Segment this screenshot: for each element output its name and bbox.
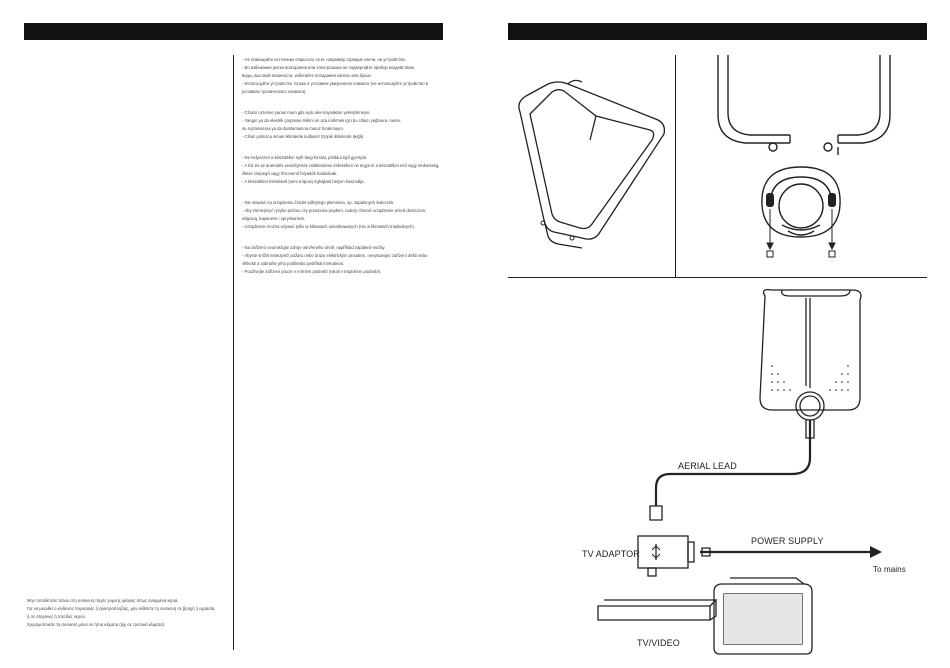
to-mains-arrow [870, 546, 882, 558]
text-line: - Urządzenie można używać tylko w klimat… [242, 224, 415, 229]
text-line: wilgocią, kapaniem i opryskaniem. [242, 216, 306, 221]
to-mains-label: To mains [873, 565, 906, 574]
text-line: - Cihazın üzerine yanan mum gibi açık al… [242, 110, 371, 115]
left-column-divider [233, 55, 234, 650]
safety-section-russian: - Не помещайте источники открытого огня,… [242, 56, 439, 96]
text-line: - Используйте устройство только в услови… [242, 81, 429, 86]
tv-video-label: TV/VIDEO [637, 638, 680, 648]
antenna-perspective-illustration [518, 79, 666, 249]
text-line: воды, высокой влажности, избегайте попад… [242, 73, 372, 78]
text-line: - Abyste snížili nebezpečí požáru nebo ú… [242, 253, 428, 258]
antenna-unit [759, 288, 862, 411]
safety-section-turkish: - Cihazın üzerine yanan mum gibi açık al… [242, 109, 439, 141]
text-line: - Во избежание риска возгорания или элек… [242, 65, 415, 70]
safety-section-polish: - Nie stawiać na urządzeniu źródeł odkry… [242, 199, 439, 231]
text-line: условиях тропического климата). [242, 89, 307, 94]
greek-safety-text: Μην τοποθετείτε πάνω στη συσκευή πηγές γ… [27, 597, 215, 629]
left-header-bar [24, 23, 443, 40]
text-line: - A készüléket mérsékelt (nem trópusi) é… [242, 179, 365, 184]
tv-adaptor-label: TV ADAPTOR [582, 549, 640, 559]
safety-text-column: - Не помещайте источники открытого огня,… [242, 56, 439, 289]
right-header-bar [508, 23, 927, 40]
text-line: - A tűz és az áramütés veszélyének csökk… [242, 163, 440, 168]
text-line: - Na zařízení neumisťujte zdroje otevřen… [242, 245, 386, 250]
television [713, 583, 813, 655]
aerial-lead-cable [654, 420, 812, 506]
text-line: - Používejte zařízení pouze v mírném pod… [242, 269, 382, 274]
text-line: - Nie stawiać na urządzeniu źródeł odkry… [242, 200, 395, 205]
text-line: Χρησιμοποιείτε τη συσκευή μόνο σε ήπια κ… [27, 622, 166, 627]
right-panel-divider-vertical [675, 55, 676, 277]
antenna-vent-dots [771, 365, 849, 391]
text-line: - Yangın ya da elektrik çarpması riskini… [242, 118, 402, 123]
text-line: su sıçramasına ya da damlamasına maruz b… [242, 126, 344, 131]
safety-section-hungarian: - Ne helyezzen a készülékre nyílt láng-f… [242, 154, 439, 186]
right-panel-divider-horizontal [508, 277, 927, 278]
text-line: - Cihaz yalnızca ılıman iklimlerde kulla… [242, 134, 365, 139]
text-line: ή σε σταγόνες ή πιτσίλες νερού. [27, 614, 86, 619]
text-line: illetve csepegő vagy fröccsenő folyadék … [242, 171, 338, 176]
text-line: Μην τοποθετείτε πάνω στη συσκευή πηγές γ… [27, 598, 179, 603]
text-line: Για να μειωθεί ο κίνδυνος πυρκαγιάς ή ηλ… [27, 606, 216, 611]
aerial-lead-label: AERIAL LEAD [678, 461, 737, 471]
text-line: - Не помещайте источники открытого огня,… [242, 57, 406, 62]
text-line: - Aby zmniejszyć ryzyko pożaru czy poraż… [242, 208, 427, 213]
connection-diagram [597, 288, 882, 655]
text-line: - Ne helyezzen a készülékre nyílt láng-f… [242, 155, 367, 160]
video-recorder [597, 605, 711, 621]
text-line: vlhkosti a zabraňte jeho politínebo post… [242, 261, 345, 266]
tv-adaptor [637, 535, 689, 569]
safety-section-czech: - Na zařízení neumisťujte zdroje otevřen… [242, 244, 439, 276]
antenna-mounting-detail [717, 55, 891, 258]
power-supply-label: POWER SUPPLY [751, 536, 824, 546]
